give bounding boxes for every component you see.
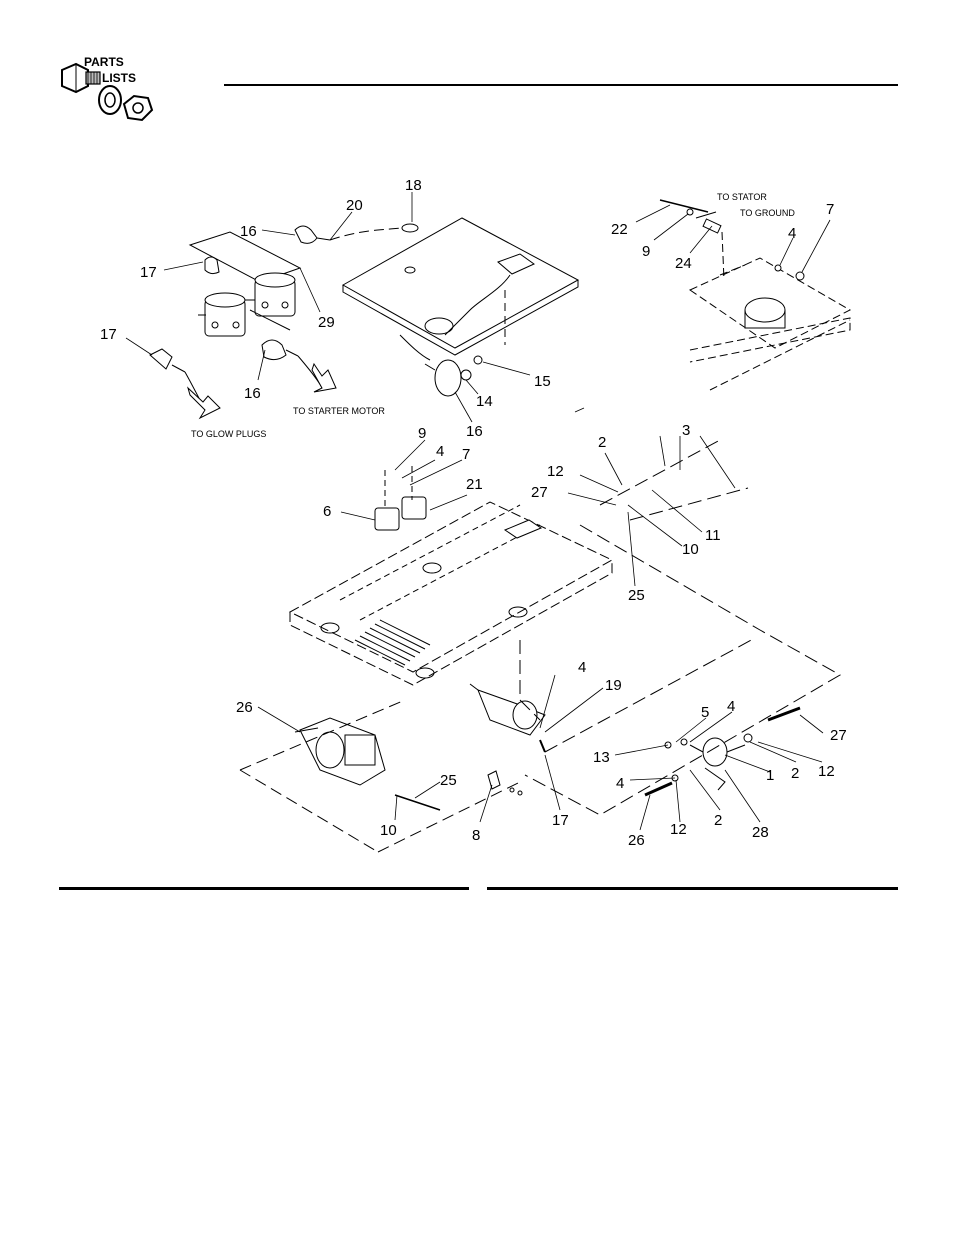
stator-ground-bracket [660, 200, 850, 390]
base-panel [290, 502, 612, 685]
note-to-stator: TO STATOR [717, 192, 767, 202]
callout-8: 8 [472, 827, 480, 844]
relay-pair [375, 466, 426, 530]
callout-12: 12 [670, 821, 687, 838]
callout-10: 10 [380, 822, 397, 839]
callout-27: 27 [830, 727, 847, 744]
callout-17: 17 [552, 812, 569, 829]
callout-5: 5 [701, 704, 709, 721]
footer-rule-right [487, 887, 898, 890]
callout-4: 4 [436, 443, 444, 460]
callout-16: 16 [240, 223, 257, 240]
callout-4: 4 [578, 659, 586, 676]
callout-20: 20 [346, 197, 363, 214]
callout-17: 17 [100, 326, 117, 343]
callout-27: 27 [531, 484, 548, 501]
arrow-to-glow-plugs [188, 388, 220, 418]
fuel-pump [470, 684, 545, 752]
callout-16: 16 [244, 385, 261, 402]
callout-6: 6 [323, 503, 331, 520]
callout-22: 22 [611, 221, 628, 238]
callout-2: 2 [598, 434, 606, 451]
callout-14: 14 [476, 393, 493, 410]
callout-12: 12 [547, 463, 564, 480]
footer-rule-left [59, 887, 469, 890]
callout-11: 11 [705, 527, 721, 544]
callout-28: 28 [752, 824, 769, 841]
callout-18: 18 [405, 177, 422, 194]
callout-10: 10 [682, 541, 699, 558]
callout-9: 9 [642, 243, 650, 260]
starter-solenoid-assembly [190, 232, 300, 336]
callout-24: 24 [675, 255, 692, 272]
callout-2: 2 [791, 765, 799, 782]
note-to-glow-plugs: TO GLOW PLUGS [191, 429, 266, 439]
callout-19: 19 [605, 677, 622, 694]
callout-25: 25 [440, 772, 457, 789]
callout-16: 16 [466, 423, 483, 440]
callout-12: 12 [818, 763, 835, 780]
callout-25: 25 [628, 587, 645, 604]
fuse-holder [425, 356, 482, 396]
callout-29: 29 [318, 314, 335, 331]
callout-17: 17 [140, 264, 157, 281]
pressure-sender [645, 708, 800, 795]
callout-4: 4 [727, 698, 735, 715]
callout-15: 15 [534, 373, 551, 390]
callout-4: 4 [616, 775, 624, 792]
wire-ring-terminal [402, 224, 418, 232]
callout-4: 4 [788, 225, 796, 242]
control-tray [343, 218, 578, 360]
callout-3: 3 [682, 422, 690, 439]
connection-dashes [520, 440, 840, 815]
callout-13: 13 [593, 749, 610, 766]
callout-7: 7 [826, 201, 834, 218]
callout-1: 1 [766, 767, 774, 784]
exploded-parts-diagram: TO GLOW PLUGS TO STARTER MOTOR TO STATOR… [0, 0, 954, 880]
callout-2: 2 [714, 812, 722, 829]
callout-26: 26 [236, 699, 253, 716]
note-to-starter-motor: TO STARTER MOTOR [293, 406, 385, 416]
note-to-ground: TO GROUND [740, 208, 795, 218]
callout-9: 9 [418, 425, 426, 442]
callout-21: 21 [466, 476, 483, 493]
callout-7: 7 [462, 446, 470, 463]
callout-26: 26 [628, 832, 645, 849]
